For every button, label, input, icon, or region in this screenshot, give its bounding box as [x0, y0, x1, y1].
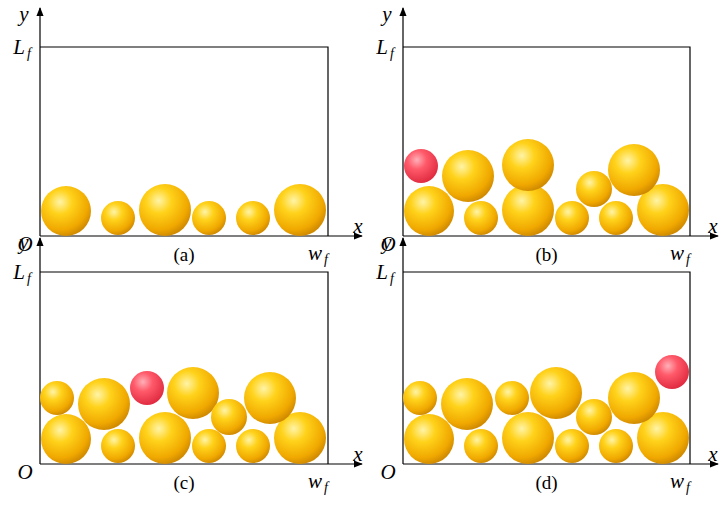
subscript: f: [390, 272, 394, 286]
axis-label: x: [708, 216, 717, 237]
axis-label: x: [353, 216, 362, 237]
subscript: f: [27, 272, 31, 286]
axis-tick-label: L: [376, 37, 388, 58]
panel-d: [403, 238, 718, 464]
panel-caption: (c): [173, 473, 194, 492]
subscript: f: [686, 253, 690, 267]
subscript: f: [27, 47, 31, 61]
axis-label: y: [19, 4, 28, 25]
axis-tick-label: w: [670, 243, 684, 264]
subscript: f: [324, 253, 328, 267]
subscript: f: [390, 47, 394, 61]
subscript: f: [324, 481, 328, 495]
axis-label: y: [19, 232, 28, 253]
axis-tick-label: L: [13, 37, 25, 58]
axis-label: y: [382, 4, 391, 25]
panel-caption: (a): [173, 245, 194, 264]
particles-b: [404, 139, 689, 236]
particles-a: [41, 184, 326, 236]
axis-tick-label: w: [308, 471, 322, 492]
axis-tick-label: w: [670, 471, 684, 492]
axis-label: x: [353, 444, 362, 465]
axis-label: x: [708, 444, 717, 465]
origin-label: O: [380, 462, 395, 483]
axis-tick-label: L: [376, 262, 388, 283]
particles-d: [403, 355, 689, 464]
panel-caption: (d): [535, 473, 557, 492]
panel-c: [40, 238, 362, 464]
axis-tick-label: w: [308, 243, 322, 264]
axis-tick-label: L: [13, 262, 25, 283]
panel-a: [40, 8, 362, 236]
particles-c: [40, 367, 326, 464]
panel-b: [403, 8, 718, 236]
subscript: f: [686, 481, 690, 495]
axis-label: y: [382, 232, 391, 253]
origin-label: O: [17, 462, 32, 483]
panel-caption: (b): [535, 245, 557, 264]
